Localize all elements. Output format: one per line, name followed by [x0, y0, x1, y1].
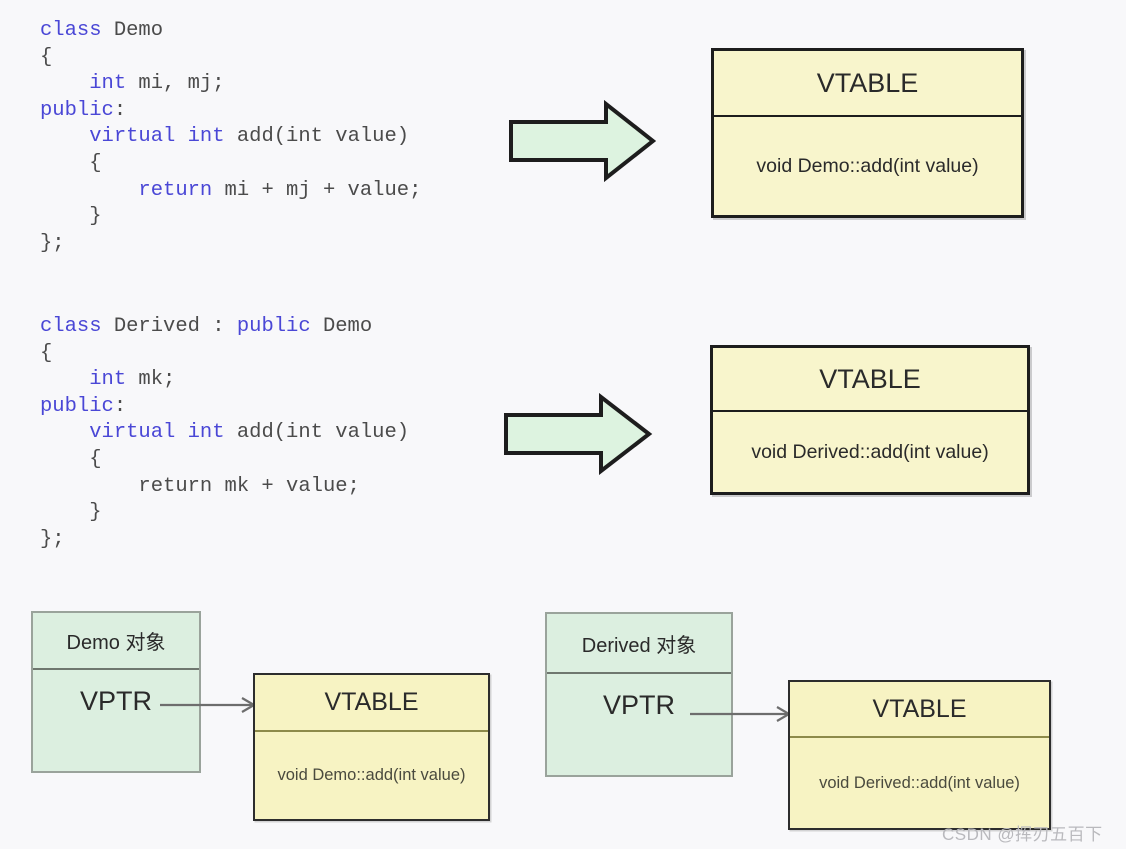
vtable-header: VTABLE [714, 51, 1021, 117]
derived-vtable-bottom: VTABLE void Derived::add(int value) [788, 680, 1051, 830]
code-keyword: int [89, 368, 127, 392]
code-text: } [40, 205, 102, 229]
demo-object: Demo 对象 VPTR [31, 611, 201, 773]
code-text: Derived : [101, 315, 237, 338]
code-line: { [40, 341, 409, 368]
code-keyword: int [89, 72, 127, 96]
code-text: mi + mj + value; [212, 178, 422, 202]
code-keyword: public [236, 315, 311, 338]
block-arrow-right-derived [504, 393, 653, 475]
code-text: mi, mj; [126, 72, 225, 96]
demo-vtable-top: VTABLE void Demo::add(int value) [711, 48, 1024, 218]
derived-vtable-top: VTABLE void Derived::add(int value) [710, 345, 1030, 495]
code-keyword: class [40, 19, 102, 42]
vtable-header: VTABLE [713, 348, 1027, 412]
code-line: public: [40, 394, 409, 421]
code-line: { [40, 447, 409, 474]
vptr-to-vtable-arrow-derived [690, 706, 792, 722]
code-line: virtual int add(int value) [40, 420, 409, 447]
code-text: Demo [101, 19, 164, 42]
vtable-header: VTABLE [255, 675, 488, 732]
code-line: } [40, 204, 421, 231]
vtable-header: VTABLE [790, 682, 1049, 738]
code-line: return mk + value; [40, 474, 409, 501]
code-text [40, 125, 89, 148]
object-header: Demo 对象 [33, 613, 199, 670]
code-text: add(int value) [224, 421, 410, 445]
code-line: return mi + mj + value; [40, 178, 421, 205]
code-keyword: return [138, 178, 213, 202]
derived-object: Derived 对象 VPTR [545, 612, 733, 777]
derived-class-code: class Derived : public Demo{ int mk;publ… [40, 314, 409, 553]
vtable-entry: void Demo::add(int value) [277, 766, 466, 784]
code-text: { [40, 447, 102, 471]
object-vptr-field: VPTR [602, 690, 675, 720]
code-keyword: virtual int [89, 421, 225, 445]
vtable-entry: void Derived::add(int value) [751, 440, 989, 463]
code-line: int mk; [40, 367, 409, 394]
object-vptr-field: VPTR [79, 686, 152, 716]
code-text: { [40, 151, 102, 175]
code-text [40, 421, 89, 444]
code-text [40, 368, 89, 391]
block-arrow-right-demo [509, 100, 656, 182]
code-line: } [40, 500, 409, 527]
code-text: } [40, 501, 102, 525]
code-line: }; [40, 527, 409, 554]
code-line: class Derived : public Demo [40, 314, 409, 341]
demo-vtable-bottom: VTABLE void Demo::add(int value) [253, 673, 490, 821]
code-line: public: [40, 98, 421, 125]
code-keyword: public [40, 98, 114, 122]
code-text [40, 72, 89, 95]
vptr-to-vtable-arrow-demo [160, 697, 257, 713]
code-text [40, 179, 138, 202]
demo-class-code: class Demo{ int mi, mj;public: virtual i… [40, 18, 421, 257]
code-text: : [113, 394, 127, 418]
csdn-watermark: CSDN @挥刃五百下 [942, 825, 1103, 844]
vtable-entry: void Derived::add(int value) [819, 773, 1020, 792]
code-text: { [40, 45, 53, 69]
code-text: mk; [126, 368, 176, 392]
code-keyword: class [40, 315, 102, 338]
code-text: { [40, 341, 53, 365]
code-line: { [40, 151, 421, 178]
code-keyword: virtual int [89, 125, 225, 149]
code-keyword: public [40, 394, 114, 418]
code-text: Demo [310, 315, 373, 338]
code-line: }; [40, 231, 421, 258]
code-text: add(int value) [224, 125, 410, 149]
vtable-entry: void Demo::add(int value) [756, 154, 979, 177]
code-line: int mi, mj; [40, 71, 421, 98]
code-text: }; [40, 231, 65, 255]
code-text: }; [40, 527, 65, 551]
code-text: return mk + value; [40, 474, 360, 498]
code-text: : [113, 98, 127, 122]
object-header: Derived 对象 [547, 614, 731, 674]
code-line: class Demo [40, 18, 421, 45]
code-line: { [40, 45, 421, 72]
code-line: virtual int add(int value) [40, 124, 421, 151]
